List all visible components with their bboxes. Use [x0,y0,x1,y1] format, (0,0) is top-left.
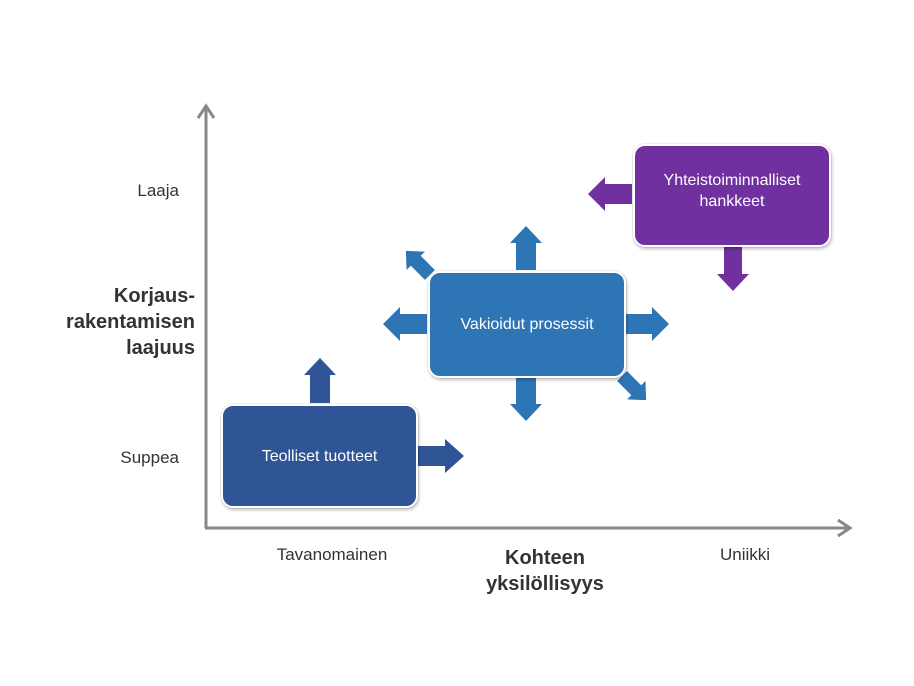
collaborative-arrows [588,177,749,291]
x-axis-title-line: yksilöllisyys [486,573,604,595]
y-axis-title-line: rakentamisen [66,311,195,333]
x-axis-title-line: Kohteen [505,547,585,569]
arrow-left-icon [588,177,632,211]
x-axis [205,518,853,538]
y-tick-high: Laaja [137,181,179,200]
y-axis-title-line: laajuus [126,337,195,359]
node-label-line: hankkeet [699,192,765,210]
arrow-right-icon [626,307,669,341]
y-axis [196,103,216,528]
node-collaborative-projects: Yhteistoiminnalliset hankkeet [633,144,831,247]
arrow-up-left-icon [405,250,435,280]
x-axis-title: Kohteen yksilöllisyys [460,545,630,597]
node-label: Teolliset tuotteet [261,447,378,465]
standardized-arrows [383,226,669,421]
arrow-up-icon [304,358,336,403]
arrow-down-icon [717,247,749,291]
node-label: Vakioidut prosessit [460,316,594,333]
y-axis-title-line: Korjaus- [113,285,195,307]
x-tick-low: Tavanomainen [276,545,388,564]
x-tick-high: Uniikki [719,545,771,564]
x-axis-arrowhead-icon [837,518,853,538]
node-standardized-processes: Vakioidut prosessit [428,271,626,378]
y-axis-arrowhead-icon [196,103,216,119]
arrow-down-icon [510,378,542,421]
arrow-left-icon [383,307,427,341]
y-tick-low: Suppea [120,448,179,467]
industrial-arrows [304,358,464,473]
y-axis-title: Korjaus- rakentamisen laajuus [40,283,195,361]
arrow-right-icon [418,439,464,473]
node-label-line: Yhteistoiminnalliset [663,171,801,189]
arrow-down-right-icon [617,371,647,401]
arrow-up-icon [510,226,542,270]
node-industrial-products: Teolliset tuotteet [221,404,418,508]
